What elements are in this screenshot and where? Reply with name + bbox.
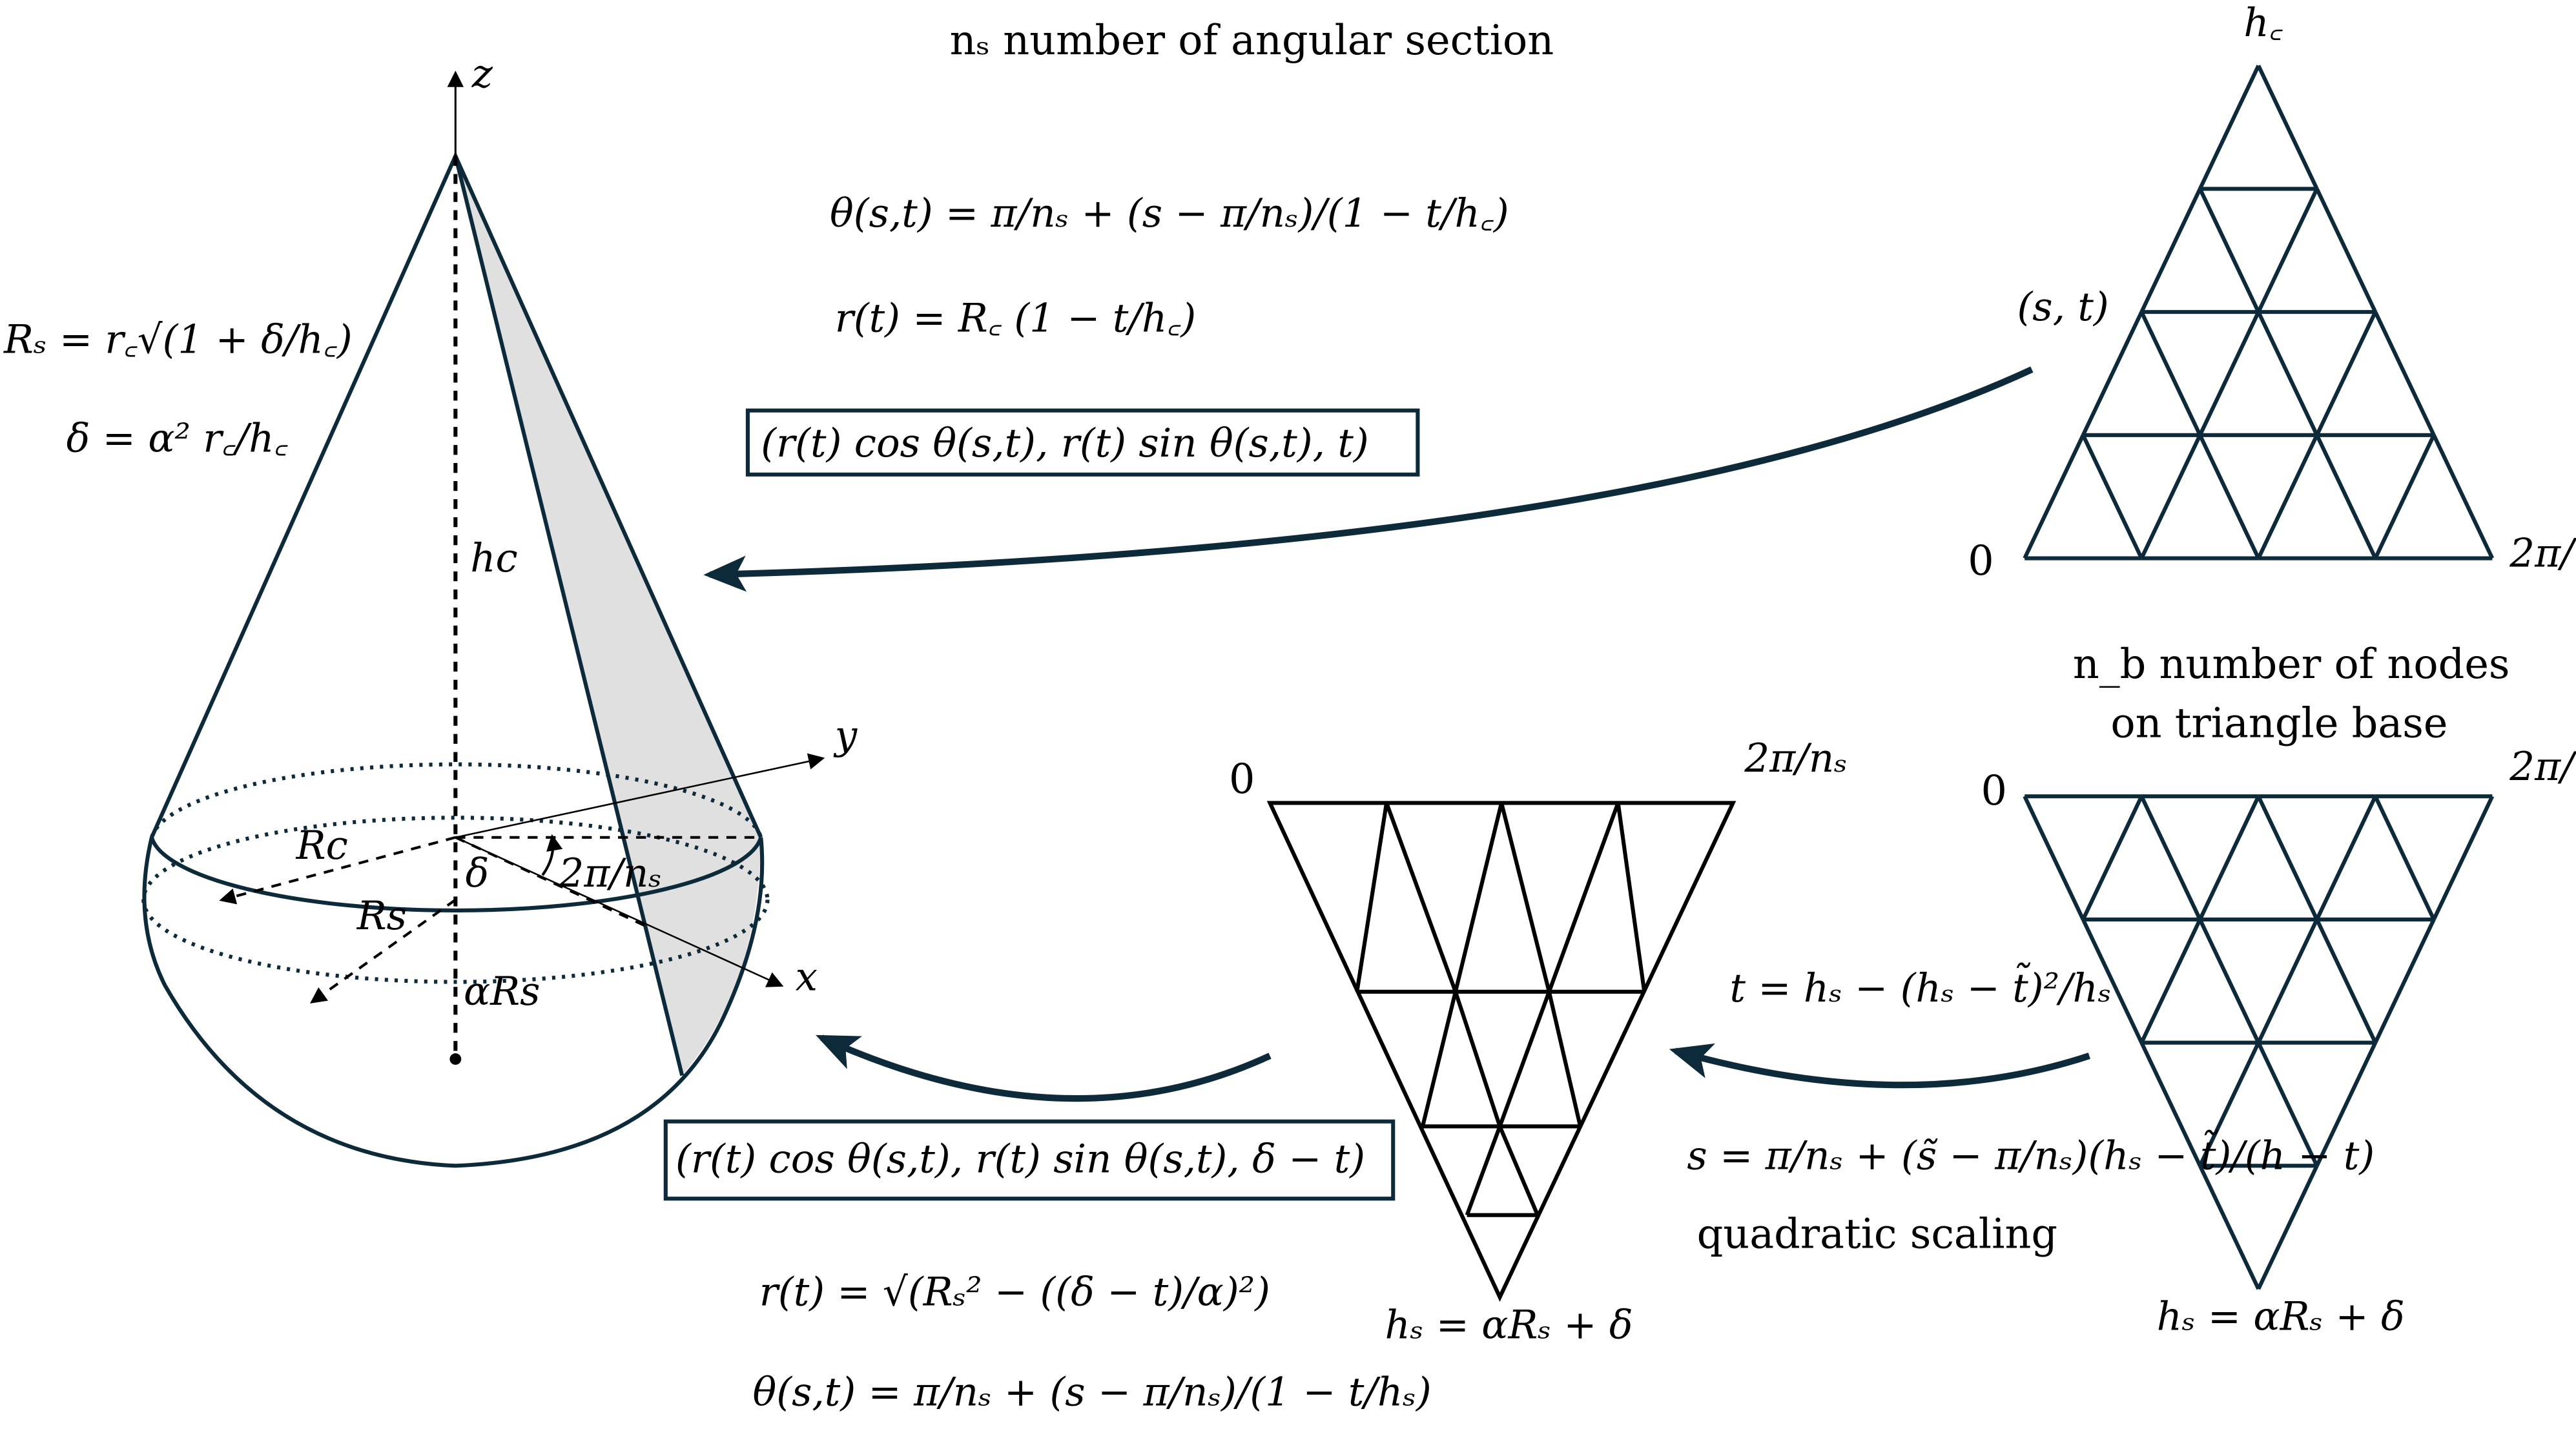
angular-section-title: nₛ number of angular section <box>950 16 1554 64</box>
base-ellipse-front <box>149 836 763 912</box>
br-triangle-edge <box>2081 795 2143 921</box>
top-triangle-edge <box>2081 311 2143 437</box>
br-triangle-zero-label: 0 <box>1981 766 2007 814</box>
top-triangle-edge <box>2198 434 2261 559</box>
middle-triangle-mesh <box>1266 801 1736 1302</box>
bottom-right-triangle-mesh <box>2023 794 2495 1290</box>
top-triangle-edge <box>2198 65 2261 190</box>
mapping-box-bottom <box>663 1119 1396 1201</box>
t-scaling-formula: t = hₛ − (hₛ − t̃)²/hₛ <box>1730 962 2112 1011</box>
br-triangle-edge <box>2315 918 2378 1044</box>
rs-formula: Rₛ = r꜀√(1 + δ/h꜀) <box>3 317 353 363</box>
br-triangle-edge <box>2139 918 2202 1044</box>
top-triangle-edge <box>2256 434 2319 559</box>
top-triangle-edge <box>2139 434 2202 559</box>
arrow-br-to-middle <box>1669 1043 2090 1089</box>
br-triangle-edge <box>2256 918 2319 1044</box>
y-axis <box>455 753 825 839</box>
mapping-box-top <box>745 408 1420 477</box>
sphere-center <box>449 1053 462 1065</box>
br-triangle-edge <box>2198 918 2261 1044</box>
br-triangle-edge <box>2023 795 2085 921</box>
y-label: y <box>833 712 858 758</box>
sphere-equator <box>141 816 770 984</box>
nodes-caption-line2: on triangle base <box>2110 699 2447 747</box>
top-triangle-edge <box>2256 188 2319 313</box>
middle-triangle-zero-label: 0 <box>1229 755 1255 803</box>
top-triangle-edge <box>2256 65 2319 190</box>
br-triangle-edge <box>2081 918 2143 1044</box>
nodes-caption-line1: n_b number of nodes <box>2073 640 2510 688</box>
top-triangle-point-label: (s, t) <box>2017 284 2108 330</box>
top-triangle-edge <box>2315 434 2378 559</box>
mapping-bottom: (r(t) cos θ(s,t), r(t) sin θ(s,t), δ − t… <box>675 1137 1365 1182</box>
hemisphere-outline <box>142 837 765 1168</box>
angle-label: 2π/nₛ <box>559 850 662 896</box>
top-triangle-edge <box>2023 434 2085 559</box>
br-triangle-edge <box>2373 795 2436 921</box>
top-triangle-mesh <box>2023 65 2495 561</box>
top-triangle-edge <box>2081 434 2143 559</box>
x-label: x <box>796 954 818 1000</box>
top-triangle-edge <box>2373 434 2436 559</box>
br-triangle-edge <box>2256 1042 2319 1167</box>
top-triangle-edge <box>2373 311 2436 437</box>
arrow-top-to-cone <box>703 366 2034 592</box>
top-triangle-zero-label: 0 <box>1968 537 1994 584</box>
middle-triangle-end-label: 2π/nₛ <box>1744 735 1847 781</box>
top-triangle-edge <box>2198 188 2261 313</box>
br-triangle-edge <box>2432 795 2495 921</box>
br-triangle-edge <box>2139 1042 2202 1167</box>
cone-figure: z y x hc Rc Rs δ 2π/nₛ αRs <box>141 51 858 1168</box>
theta-formula-top: θ(s,t) = π/nₛ + (s − π/nₛ)/(1 − t/h꜀) <box>830 190 1509 236</box>
top-triangle-edge <box>2139 188 2202 313</box>
br-triangle-edge <box>2139 795 2202 921</box>
rs-radius <box>309 898 457 1004</box>
mapping-top: (r(t) cos θ(s,t), r(t) sin θ(s,t), t) <box>761 420 1368 466</box>
r-formula-bottom: r(t) = √(Rₛ² − ((δ − t)/α)²) <box>759 1269 1270 1315</box>
theta-formula-bottom: θ(s,t) = π/nₛ + (s − π/nₛ)/(1 − t/hₛ) <box>753 1370 1432 1415</box>
br-triangle-edge <box>2315 795 2378 921</box>
z-label: z <box>471 51 493 97</box>
top-triangle-end-label: 2π/nₛ <box>2509 530 2576 576</box>
br-triangle-edge <box>2373 918 2436 1044</box>
delta-formula: δ = α² r꜀/h꜀ <box>67 415 289 461</box>
top-triangle-edge <box>2256 311 2319 437</box>
br-triangle-edge <box>2256 795 2319 921</box>
top-triangle-edge <box>2315 311 2378 437</box>
br-triangle-edge <box>2256 1165 2319 1290</box>
r-formula-top: r(t) = R꜀ (1 − t/h꜀) <box>835 296 1197 342</box>
rc-radius <box>219 836 456 905</box>
quadratic-scaling-caption: quadratic scaling <box>1697 1209 2057 1257</box>
rc-label: Rc <box>296 823 348 869</box>
rs-label: Rs <box>356 893 407 939</box>
br-triangle-end-label: 2π/nₛ <box>2509 744 2576 790</box>
br-triangle-edge <box>2315 1042 2378 1167</box>
alpha-rs-label: αRs <box>464 969 540 1014</box>
top-triangle-edge <box>2315 188 2378 313</box>
arrow-middle-to-cone <box>816 1034 1272 1102</box>
shaded-section <box>455 156 761 1076</box>
s-scaling-formula: s = π/nₛ + (s̃ − π/nₛ)(hₛ − t̃)/(h − t) <box>1687 1129 2375 1178</box>
top-triangle-edge <box>2198 311 2261 437</box>
top-triangle-apex-label: h꜀ <box>2243 0 2283 46</box>
br-triangle-edge <box>2198 1165 2261 1290</box>
br-triangle-apex-label: hₛ = αRₛ + δ <box>2157 1294 2405 1340</box>
br-triangle-edge <box>2198 795 2261 921</box>
hc-label: hc <box>470 535 517 581</box>
top-triangle-edge <box>2432 434 2495 559</box>
br-triangle-edge <box>2198 1042 2261 1167</box>
top-triangle-edge <box>2139 311 2202 437</box>
cone-section-line <box>453 155 685 1076</box>
middle-triangle-apex-label: hₛ = αRₛ + δ <box>1385 1302 1633 1348</box>
delta-label: δ <box>466 850 489 896</box>
angle-arrow <box>541 834 563 876</box>
